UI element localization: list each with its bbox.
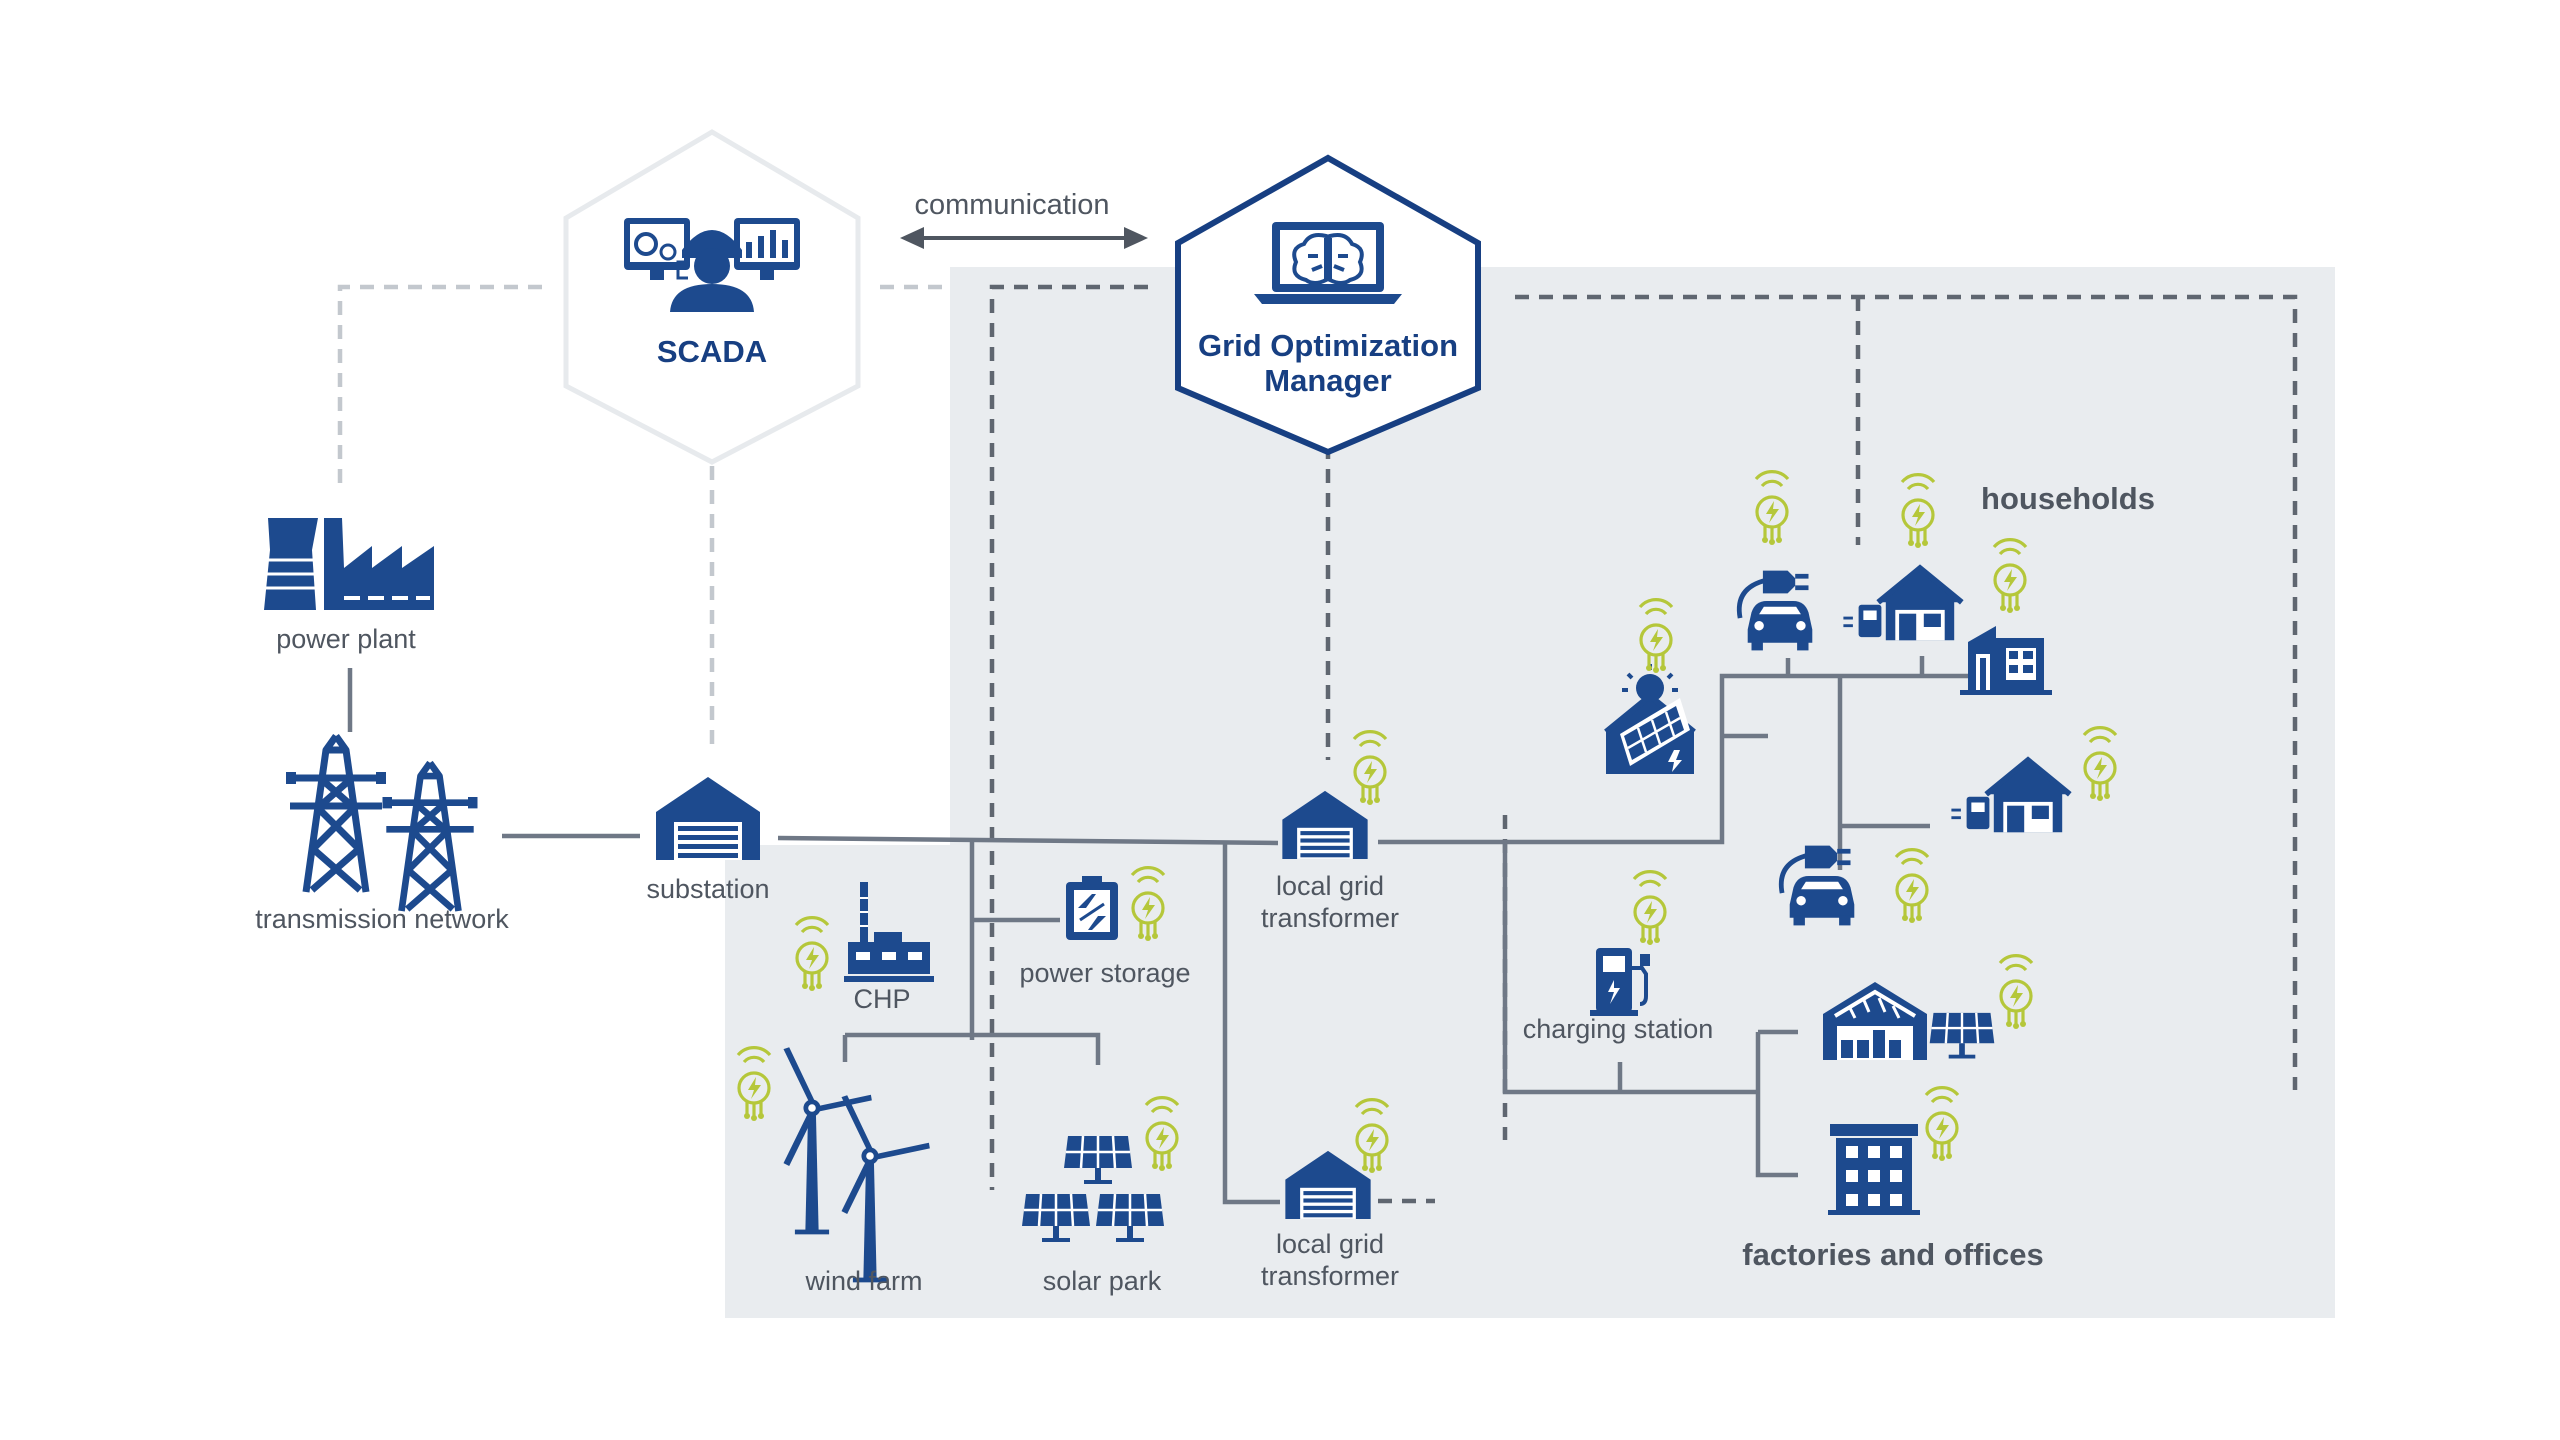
scada-operator-icon: [624, 218, 800, 312]
transmission-pylon-icon: [383, 763, 478, 911]
power-lines: [347, 656, 1978, 1205]
local-grid-transformer-label: local grid: [1276, 1229, 1384, 1259]
transmission-network-label: transmission network: [255, 904, 509, 934]
factories-and-offices-label: factories and offices: [1742, 1237, 2043, 1272]
apartment-building-icon: [1960, 626, 2052, 695]
local-grid-transformer-label: local grid: [1276, 871, 1384, 901]
factory-icon: [1823, 982, 1927, 1060]
chp-label: CHP: [853, 984, 910, 1014]
substation-building-icon: [656, 777, 760, 860]
gom-label-line2: Manager: [1264, 363, 1391, 398]
charging-station-label: charging station: [1523, 1014, 1714, 1044]
scada-hexagon: SCADA: [563, 129, 861, 465]
communication-arrow: [900, 227, 1148, 249]
rooftop-solar-house-icon: [1604, 664, 1696, 774]
transmission-pylon-icon: [286, 736, 386, 892]
power-storage-label: power storage: [1019, 958, 1190, 988]
communication-links: [337, 284, 2298, 1204]
power-plant-icon: [264, 518, 434, 610]
power-plant-label: power plant: [276, 624, 416, 654]
substation-label: substation: [646, 874, 769, 904]
gom-hexagon: Grid Optimization Manager: [1175, 154, 1481, 456]
laptop-brain-icon: [1254, 222, 1402, 304]
grid-optimization-area: [725, 267, 2335, 1318]
battery-storage-icon: [1066, 876, 1118, 940]
gom-label-line1: Grid Optimization: [1198, 328, 1458, 363]
communication-label: communication: [914, 189, 1109, 221]
wind-farm-label: wind farm: [804, 1266, 922, 1296]
chp-plant-icon: [844, 882, 934, 982]
local-grid-transformer-label: transformer: [1261, 903, 1399, 933]
solar-park-label: solar park: [1043, 1266, 1162, 1296]
office-building-icon: [1828, 1124, 1920, 1215]
scada-label: SCADA: [657, 334, 767, 369]
charging-station-icon: [1590, 948, 1650, 1016]
local-grid-transformer-label: transformer: [1261, 1261, 1399, 1291]
households-label: households: [1981, 481, 2155, 516]
